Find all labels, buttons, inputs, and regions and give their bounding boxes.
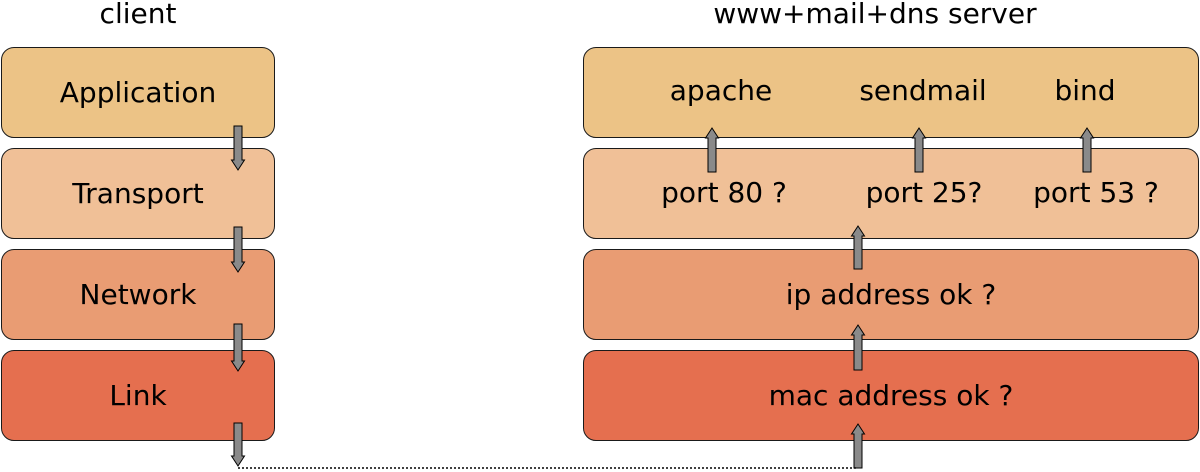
down-arrow-application-to-transport xyxy=(230,125,246,171)
down-arrow-link-to-wire xyxy=(230,422,246,467)
down-arrow-transport-to-network xyxy=(230,226,246,273)
server-heading: www+mail+dns server xyxy=(713,0,1037,30)
up-arrow-port53-to-bind xyxy=(1079,127,1095,173)
client-transport-label: Transport xyxy=(72,177,204,210)
down-arrow-network-to-link xyxy=(230,323,246,372)
port-25-check: port 25? xyxy=(865,176,983,209)
client-network-layer: Network xyxy=(1,249,275,340)
up-arrow-network-to-transport xyxy=(850,225,866,270)
mac-address-check: mac address ok ? xyxy=(768,379,1014,412)
service-apache: apache xyxy=(669,74,773,107)
client-transport-layer: Transport xyxy=(1,148,275,239)
service-sendmail: sendmail xyxy=(859,74,987,107)
client-link-label: Link xyxy=(109,379,167,412)
port-53-check: port 53 ? xyxy=(1033,176,1159,209)
client-network-label: Network xyxy=(79,278,197,311)
server-network-layer: ip address ok ? xyxy=(583,249,1199,340)
up-arrow-wire-to-link xyxy=(850,423,866,469)
client-link-layer: Link xyxy=(1,350,275,441)
service-bind: bind xyxy=(1054,74,1116,107)
server-link-layer: mac address ok ? xyxy=(583,350,1199,441)
server-application-layer xyxy=(583,47,1199,138)
up-arrow-link-to-network xyxy=(850,324,866,371)
up-arrow-port25-to-sendmail xyxy=(911,127,927,173)
port-80-check: port 80 ? xyxy=(661,176,787,209)
client-application-layer: Application xyxy=(1,47,275,138)
ip-address-check: ip address ok ? xyxy=(785,278,997,311)
server-transport-layer xyxy=(583,148,1199,239)
client-heading: client xyxy=(99,0,177,30)
client-application-label: Application xyxy=(59,76,217,109)
up-arrow-port80-to-apache xyxy=(704,127,720,173)
